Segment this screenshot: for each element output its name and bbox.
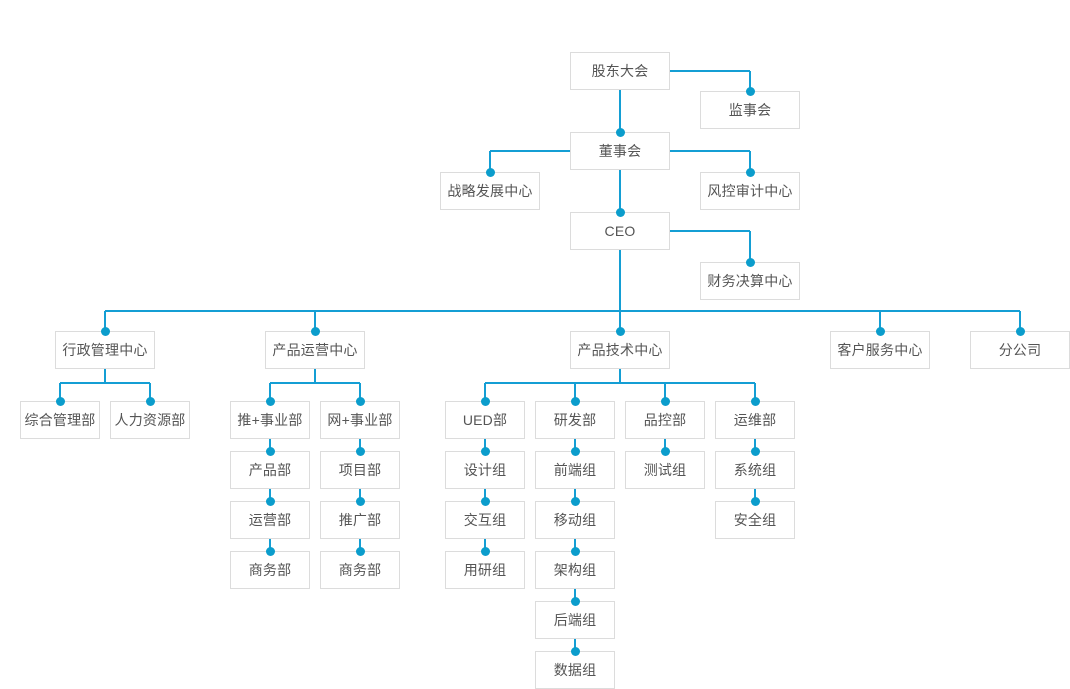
org-node-rd-dept[interactable]: 研发部 xyxy=(535,401,615,439)
org-node-ceo[interactable]: CEO xyxy=(570,212,670,250)
connector-dot xyxy=(1015,326,1025,336)
connector-dot xyxy=(355,446,365,456)
org-node-strategy-center[interactable]: 战略发展中心 xyxy=(440,172,540,210)
org-node-backend-group[interactable]: 后端组 xyxy=(535,601,615,639)
org-node-design-group[interactable]: 设计组 xyxy=(445,451,525,489)
connector-dot xyxy=(660,396,670,406)
connector-dot xyxy=(570,596,580,606)
org-node-research-group[interactable]: 用研组 xyxy=(445,551,525,589)
connector-dot xyxy=(570,546,580,556)
connector-dot xyxy=(485,167,495,177)
connector-dot xyxy=(265,396,275,406)
org-node-service-center[interactable]: 客户服务中心 xyxy=(830,331,930,369)
connector-dot xyxy=(265,496,275,506)
connector-dot xyxy=(570,496,580,506)
connector-dot xyxy=(570,646,580,656)
connector-dot xyxy=(615,326,625,336)
org-node-mobile-group[interactable]: 移动组 xyxy=(535,501,615,539)
org-node-test-group[interactable]: 测试组 xyxy=(625,451,705,489)
connector-dot xyxy=(745,167,755,177)
connector-dot xyxy=(100,326,110,336)
org-node-finance-center[interactable]: 财务决算中心 xyxy=(700,262,800,300)
connector-dot xyxy=(355,546,365,556)
connector-dot xyxy=(55,396,65,406)
org-node-tui-bu[interactable]: 推+事业部 xyxy=(230,401,310,439)
connector-dot xyxy=(355,496,365,506)
org-node-general-admin-dept[interactable]: 综合管理部 xyxy=(20,401,100,439)
org-node-qa-dept[interactable]: 品控部 xyxy=(625,401,705,439)
connector-dot xyxy=(355,396,365,406)
org-node-ops-dept[interactable]: 运维部 xyxy=(715,401,795,439)
org-node-system-group[interactable]: 系统组 xyxy=(715,451,795,489)
connector-dot xyxy=(750,396,760,406)
org-node-interaction-group[interactable]: 交互组 xyxy=(445,501,525,539)
org-node-architecture-group[interactable]: 架构组 xyxy=(535,551,615,589)
org-node-security-group[interactable]: 安全组 xyxy=(715,501,795,539)
connector-dot xyxy=(745,86,755,96)
connector-dot xyxy=(145,396,155,406)
org-node-business-dept-1[interactable]: 商务部 xyxy=(230,551,310,589)
connector-dot xyxy=(745,257,755,267)
connector-dot xyxy=(480,546,490,556)
connector-dot xyxy=(570,446,580,456)
org-node-wang-bu[interactable]: 网+事业部 xyxy=(320,401,400,439)
connector-dot xyxy=(750,446,760,456)
org-node-ued-dept[interactable]: UED部 xyxy=(445,401,525,439)
connector-dot xyxy=(265,446,275,456)
org-node-ops-center[interactable]: 产品运营中心 xyxy=(265,331,365,369)
connector-dot xyxy=(310,326,320,336)
connector-dot xyxy=(615,127,625,137)
connector-dot xyxy=(480,396,490,406)
connector-dot xyxy=(660,446,670,456)
connector-dot xyxy=(875,326,885,336)
org-node-project-dept[interactable]: 项目部 xyxy=(320,451,400,489)
org-node-branch-company[interactable]: 分公司 xyxy=(970,331,1070,369)
org-node-operation-dept[interactable]: 运营部 xyxy=(230,501,310,539)
connector-dot xyxy=(570,396,580,406)
org-node-data-group[interactable]: 数据组 xyxy=(535,651,615,689)
org-node-shareholders[interactable]: 股东大会 xyxy=(570,52,670,90)
connector-dot xyxy=(265,546,275,556)
connector-dot xyxy=(480,446,490,456)
org-node-hr-dept[interactable]: 人力资源部 xyxy=(110,401,190,439)
org-node-frontend-group[interactable]: 前端组 xyxy=(535,451,615,489)
connector-dot xyxy=(480,496,490,506)
org-node-tech-center[interactable]: 产品技术中心 xyxy=(570,331,670,369)
org-node-board[interactable]: 董事会 xyxy=(570,132,670,170)
org-node-business-dept-2[interactable]: 商务部 xyxy=(320,551,400,589)
org-node-product-dept[interactable]: 产品部 xyxy=(230,451,310,489)
org-node-promotion-dept[interactable]: 推广部 xyxy=(320,501,400,539)
connector-dot xyxy=(750,496,760,506)
org-node-admin-center[interactable]: 行政管理中心 xyxy=(55,331,155,369)
connector-dot xyxy=(615,207,625,217)
org-node-supervisors[interactable]: 监事会 xyxy=(700,91,800,129)
org-node-risk-audit-center[interactable]: 风控审计中心 xyxy=(700,172,800,210)
